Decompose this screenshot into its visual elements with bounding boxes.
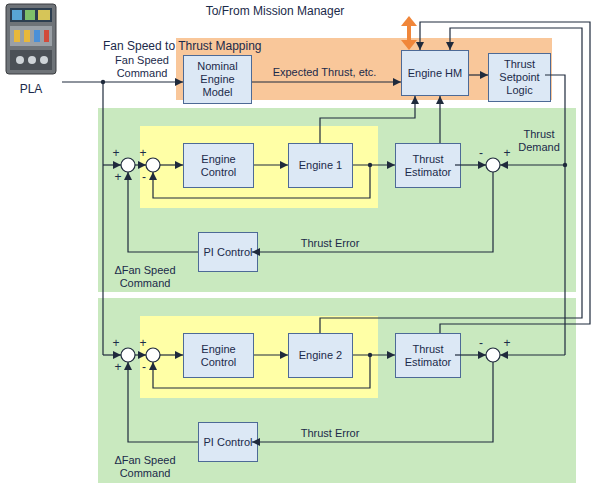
box-label: Thrust Setpoint Logic <box>489 56 550 99</box>
sign-label: + <box>113 360 123 374</box>
wire <box>160 164 183 165</box>
signal-connector <box>254 164 288 165</box>
box-label: PI Control <box>201 434 256 451</box>
signal-connector <box>252 81 401 82</box>
process-box: Engine Control <box>183 143 254 188</box>
sign-label: - <box>476 336 486 350</box>
wire <box>103 164 121 165</box>
signal-connector <box>254 354 288 355</box>
thrust-error-wire <box>252 362 493 442</box>
signal-label: Thrust Error <box>285 237 375 250</box>
sign-label: + <box>111 146 121 160</box>
connector-label: Expected Thrust, etc. <box>252 66 397 79</box>
engine-band <box>140 126 378 208</box>
sign-label: + <box>502 336 512 350</box>
sign-label: + <box>502 146 512 160</box>
box-label: Thrust Estimator <box>396 341 460 371</box>
process-box: Engine Control <box>183 333 254 378</box>
junction-dot <box>563 163 567 167</box>
sign-label: + <box>113 170 123 184</box>
throttle-node: PLA <box>0 0 62 98</box>
signal-connector <box>439 96 440 143</box>
wire <box>135 354 146 355</box>
feedback-wire <box>153 355 370 388</box>
box-label: Engine 1 <box>296 157 345 174</box>
box-label: PI Control <box>201 244 256 261</box>
signal-connector <box>62 81 183 82</box>
wire <box>455 164 486 165</box>
fan-speed-trunk <box>102 82 103 355</box>
summing-junction <box>121 348 135 362</box>
summing-junction <box>146 158 160 172</box>
summing-junction <box>121 158 135 172</box>
sign-label: + <box>138 146 148 160</box>
box-label: Thrust Estimator <box>396 151 460 181</box>
sign-label: + <box>138 336 148 350</box>
engine-band <box>140 316 378 398</box>
throttle-label: PLA <box>0 82 62 96</box>
process-box: PI Control <box>198 422 258 462</box>
process-box: Thrust Estimator <box>395 333 461 378</box>
process-box: Engine HM <box>401 50 469 96</box>
summing-junction <box>146 348 160 362</box>
pla-console-icon <box>6 4 56 74</box>
process-box: Nominal Engine Model <box>183 55 252 104</box>
sign-label: + <box>111 336 121 350</box>
feedback-wire <box>153 165 370 198</box>
process-box: Engine 1 <box>288 143 353 188</box>
box-label: Engine Control <box>184 151 253 181</box>
signal-connector <box>353 354 395 355</box>
signal-connector <box>469 74 488 75</box>
wire <box>500 164 565 165</box>
signal-connector <box>353 164 395 165</box>
sign-label: - <box>476 146 486 160</box>
wire <box>135 164 146 165</box>
process-box: Thrust Estimator <box>395 143 461 188</box>
sign-label: - <box>139 360 149 374</box>
signal-connector <box>420 22 590 333</box>
summing-junction <box>486 348 500 362</box>
delta-command-wire <box>128 172 198 252</box>
connector-label: Fan Speed Command <box>106 54 178 80</box>
process-box: Thrust Setpoint Logic <box>488 53 551 102</box>
control-band <box>98 298 576 483</box>
box-label: Engine Control <box>184 341 253 371</box>
signal-label: ΔFan Speed Command <box>100 454 190 480</box>
process-box: PI Control <box>198 232 258 272</box>
process-box: Engine 2 <box>288 333 353 378</box>
control-band <box>98 108 576 292</box>
thrust-demand-wire <box>545 75 565 355</box>
box-label: Engine HM <box>405 65 465 82</box>
wire <box>500 354 565 355</box>
band-heading: Fan Speed to Thrust Mapping <box>103 39 323 53</box>
box-label: Engine 2 <box>296 347 345 364</box>
signal-label: Thrust Error <box>285 427 375 440</box>
signal-connector <box>320 96 415 143</box>
signal-label: To/From Mission Manager <box>150 4 400 18</box>
box-label: Nominal Engine Model <box>184 58 251 101</box>
wire <box>103 354 121 355</box>
sign-label: - <box>139 170 149 184</box>
signal-label: ΔFan Speed Command <box>100 264 190 290</box>
wire <box>160 354 183 355</box>
signal-label: Thrust Demand <box>516 128 562 154</box>
delta-command-wire <box>128 362 198 442</box>
thrust-error-wire <box>252 172 493 252</box>
mission-manager-arrow <box>401 16 417 50</box>
wire <box>455 354 486 355</box>
summing-junction <box>486 158 500 172</box>
